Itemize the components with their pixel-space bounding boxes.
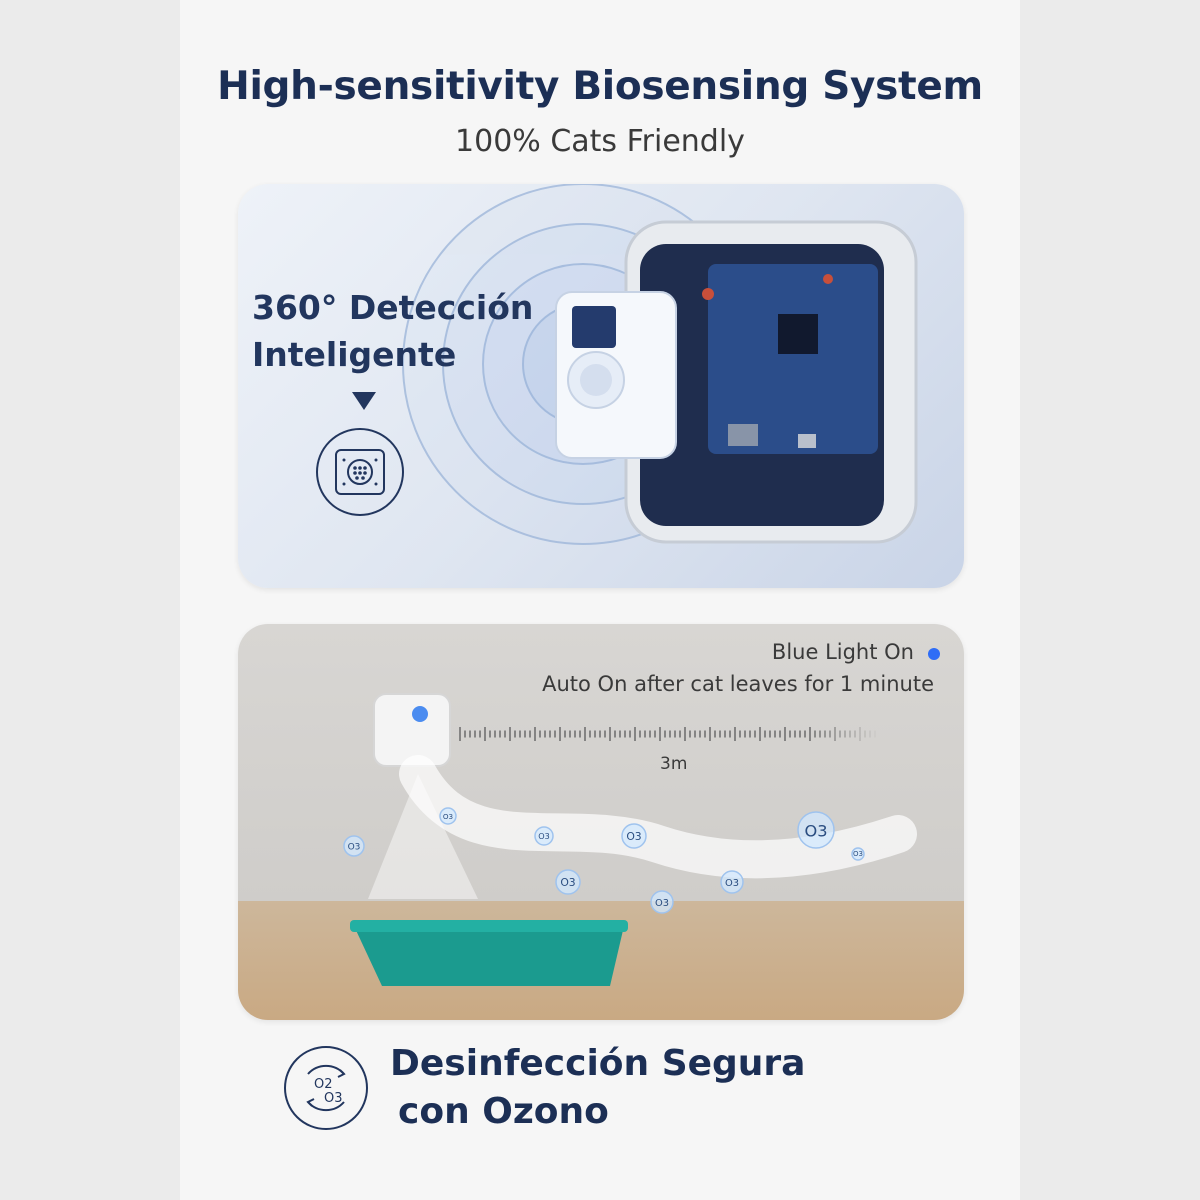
ozone-bubble: O3 [650,890,674,914]
down-arrow-icon [352,392,376,410]
detection-label-line1: 360° Detección [252,288,534,327]
right-background [1020,0,1200,1200]
ozone-molecule-label: O3 [538,831,550,841]
ozone-molecule-label: O3 [853,850,863,858]
blue-light-label: Blue Light On [771,640,914,664]
distance-ruler [459,727,876,741]
footer-title-line1: Desinfección Segura [390,1043,806,1084]
ozone-molecule-label: O3 [348,843,361,853]
ozone-bubble: O3 [439,807,457,825]
distance-label: 3m [660,754,688,774]
device-housing [624,220,918,544]
ozone-molecule-label: O3 [655,898,669,909]
ozone-molecule-label: O3 [725,878,739,889]
ozone-molecule-label: O3 [804,821,827,840]
ozone-bubble: O3 [534,826,554,846]
sensor-panel: 360° Detección Inteligente [238,184,964,588]
o2-label: O2 [314,1077,333,1092]
sensor-grid-icon [316,428,404,516]
auto-on-label: Auto On after cat leaves for 1 minute [542,672,934,696]
left-background [0,0,180,1200]
ozone-bubble: O3 [797,811,835,849]
sensor-illustration [402,184,918,545]
page-subtitle: 100% Cats Friendly [455,124,745,159]
ozone-molecule-label: O3 [560,876,575,889]
ozone-bubble: O3 [343,835,365,857]
ozone-bubble: O3 [621,823,647,849]
ozone-bubble: O3 [555,869,581,895]
ozone-molecule-label: O3 [443,812,453,821]
ozone-stream [399,755,917,879]
content-column [180,0,1020,1200]
ozone-cycle-icon: O2 O3 [284,1046,368,1130]
page-title: High-sensitivity Biosensing System [217,64,983,109]
footer-title-line2: con Ozono [398,1091,609,1132]
litter-box [350,920,628,986]
ozone-bubble: O3 [720,870,744,894]
o3-label: O3 [324,1091,343,1106]
blue-light-indicator [928,648,940,660]
detection-label-line2: Inteligente [252,335,457,374]
ozone-spray [368,774,478,899]
detection-label: 360° Detección Inteligente [252,284,552,378]
wall-device [373,693,451,767]
ozone-bubble: O3 [851,847,865,861]
ozone-molecule-label: O3 [626,830,641,843]
pir-sensor-module [555,291,677,459]
